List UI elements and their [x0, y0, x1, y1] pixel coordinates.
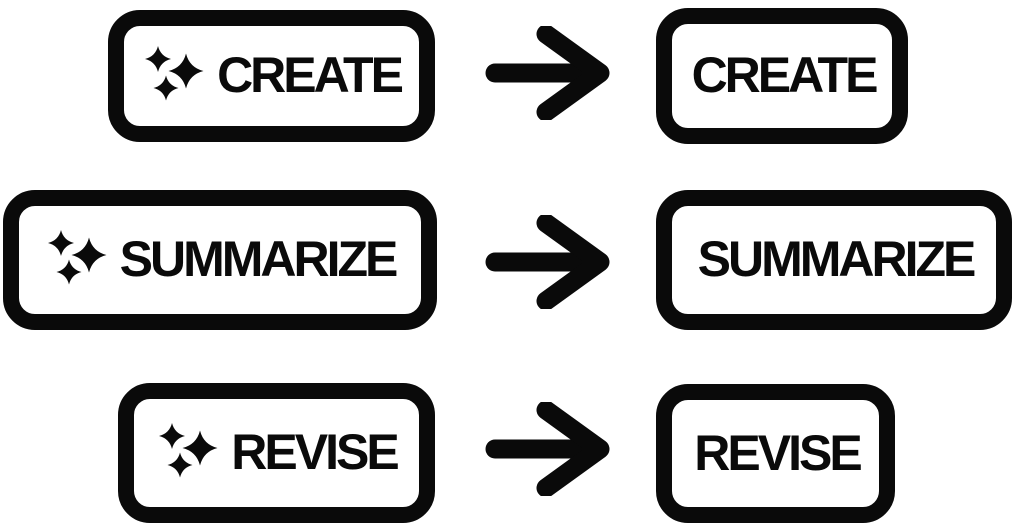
result-button-revise: REVISE: [656, 384, 895, 523]
result-button-summarize: SUMMARIZE: [656, 190, 1012, 330]
source-button-create: CREATE: [108, 10, 435, 142]
source-button-summarize: SUMMARIZE: [3, 190, 437, 330]
source-button-label: REVISE: [231, 424, 399, 480]
source-button-label: CREATE: [217, 47, 404, 103]
result-button-label: SUMMARIZE: [697, 231, 977, 287]
result-button-create: CREATE: [656, 8, 908, 144]
result-button-label: CREATE: [691, 47, 879, 103]
source-button-revise: REVISE: [118, 383, 435, 523]
sparkles-icon: [145, 46, 204, 101]
right-arrow-icon: [485, 26, 610, 120]
right-arrow-icon: [485, 402, 610, 496]
source-button-label: SUMMARIZE: [119, 231, 399, 287]
sparkles-icon: [47, 230, 107, 285]
sparkles-icon: [159, 423, 218, 478]
result-button-label: REVISE: [694, 424, 862, 481]
right-arrow-icon: [485, 215, 610, 309]
